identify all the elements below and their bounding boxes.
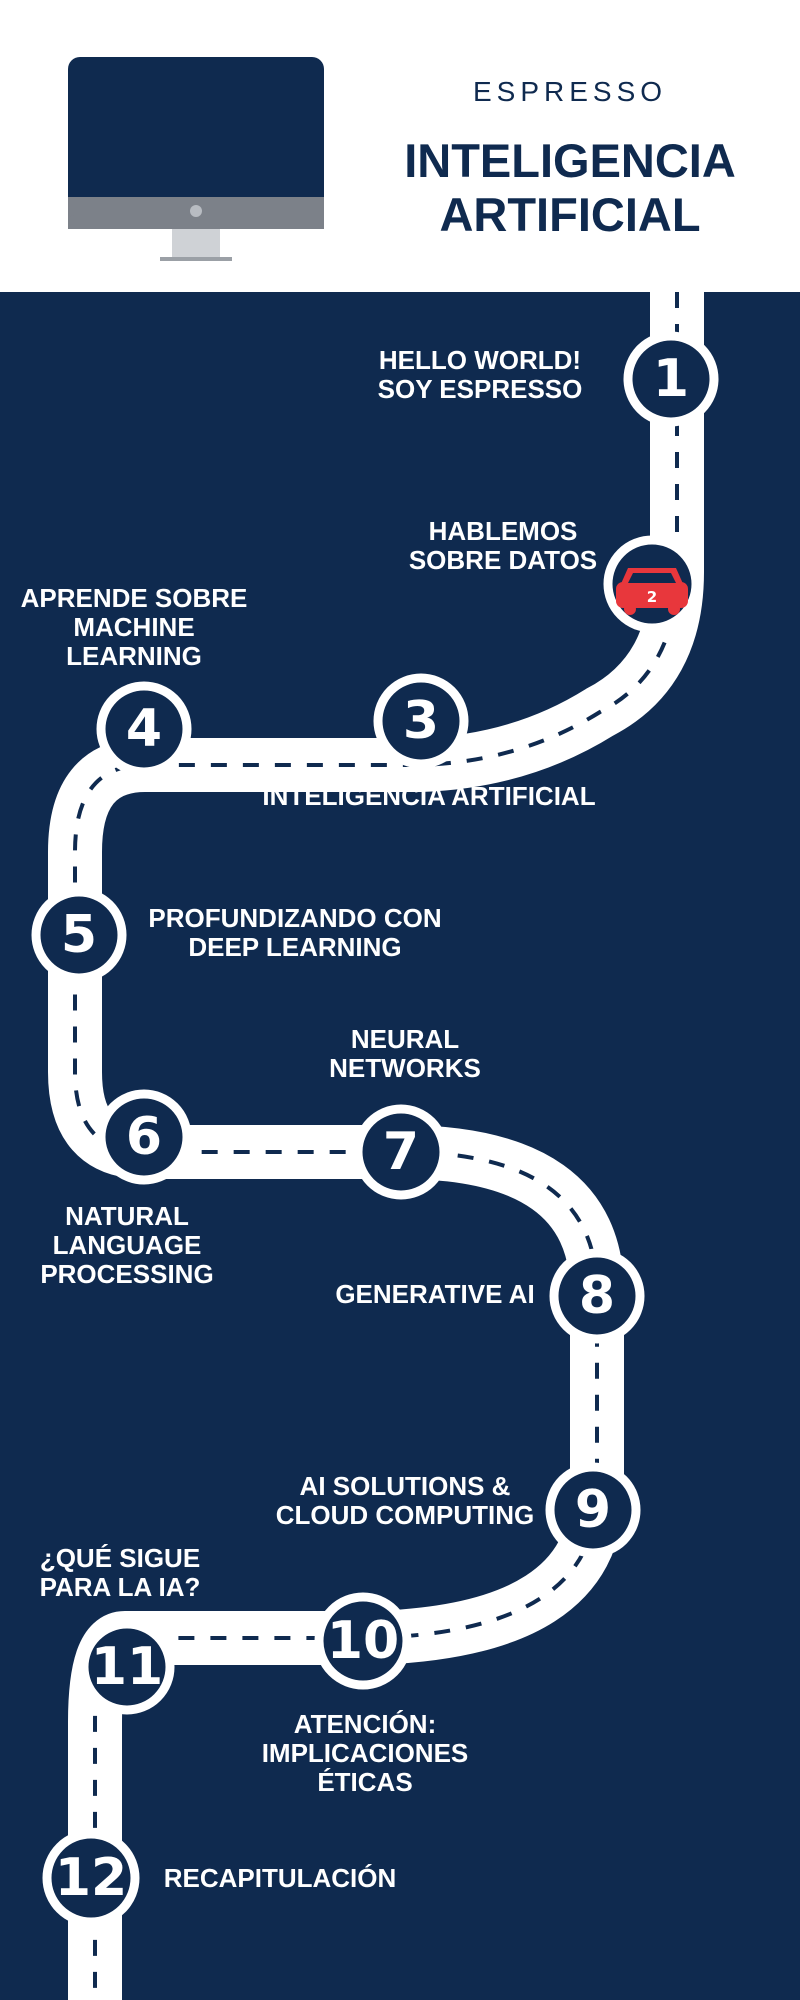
milestone-number: 1 [653, 349, 689, 409]
milestone-9: 9 [545, 1462, 641, 1558]
milestone-5: 5 [31, 887, 127, 983]
milestone-1: 1 [623, 331, 719, 427]
milestone-number: 10 [327, 1611, 399, 1671]
milestone-number: 4 [126, 699, 162, 759]
milestone-10: 10 [314, 1592, 412, 1690]
label-3: INTELIGENCIA ARTIFICIAL [262, 781, 596, 811]
title-line-1: INTELIGENCIA [404, 134, 736, 187]
milestone-8: 8 [549, 1248, 645, 1344]
milestone-12: 12 [42, 1829, 140, 1927]
milestone-2-car: 2 [603, 535, 701, 633]
road-map: 1 2 3 4 5 6 [31, 292, 719, 2000]
page-title: INTELIGENCIA ARTIFICIAL [385, 134, 755, 242]
car-number: 2 [647, 588, 657, 606]
milestone-number: 11 [91, 1637, 163, 1697]
milestone-number: 6 [126, 1107, 162, 1167]
label-12: RECAPITULACIÓN [163, 1863, 397, 1893]
milestone-number: 8 [579, 1266, 615, 1326]
milestone-4: 4 [96, 681, 192, 777]
subtitle: ESPRESSO [472, 76, 668, 107]
monitor-icon [68, 57, 324, 261]
label-9: AI SOLUTIONS &CLOUD COMPUTING [275, 1471, 535, 1530]
milestone-number: 7 [383, 1122, 419, 1182]
milestone-11: 11 [79, 1619, 175, 1715]
milestone-number: 9 [575, 1480, 611, 1540]
label-8: GENERATIVE AI [335, 1279, 535, 1309]
milestone-number: 5 [61, 905, 97, 965]
title-line-2: ARTIFICIAL [439, 188, 701, 241]
milestone-7: 7 [353, 1104, 449, 1200]
roadmap-panel: 1 2 3 4 5 6 [0, 292, 800, 2000]
milestone-number: 3 [403, 691, 439, 751]
label-1: HELLO WORLD!SOY ESPRESSO [377, 345, 583, 404]
car-icon: 2 [616, 568, 688, 615]
header: ESPRESSO INTELIGENCIA ARTIFICIAL [0, 0, 800, 292]
milestone-6: 6 [96, 1089, 192, 1185]
milestone-number: 12 [55, 1848, 127, 1908]
milestone-3: 3 [373, 673, 469, 769]
